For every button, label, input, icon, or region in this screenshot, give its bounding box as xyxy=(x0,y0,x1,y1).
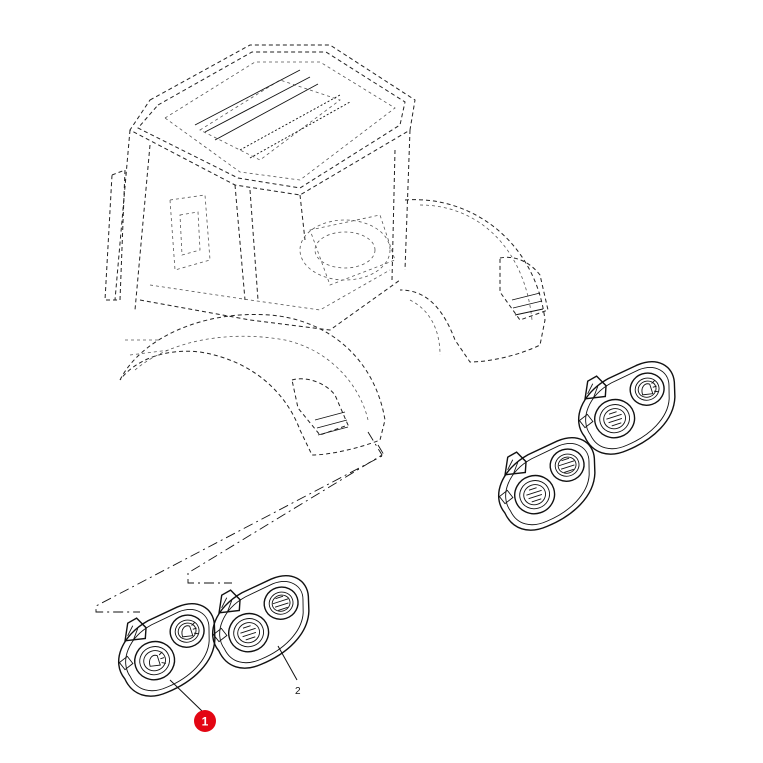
switch-assembly-installed-lower xyxy=(485,428,612,540)
callout-2-label: 2 xyxy=(295,686,301,697)
beacon-switch-icon xyxy=(238,624,259,642)
switch-assembly-part-1 xyxy=(105,594,232,706)
callout-1-label: 1 xyxy=(202,715,209,729)
tractor-cab-outline xyxy=(104,44,549,456)
leader-lines xyxy=(95,431,385,613)
callout-1-badge xyxy=(194,710,216,732)
callout-1[interactable]: 1 xyxy=(169,679,216,732)
callout-2[interactable]: 2 xyxy=(277,645,301,697)
switch-assembly-installed-upper xyxy=(565,352,692,464)
switch-assembly-part-2 xyxy=(199,566,326,678)
